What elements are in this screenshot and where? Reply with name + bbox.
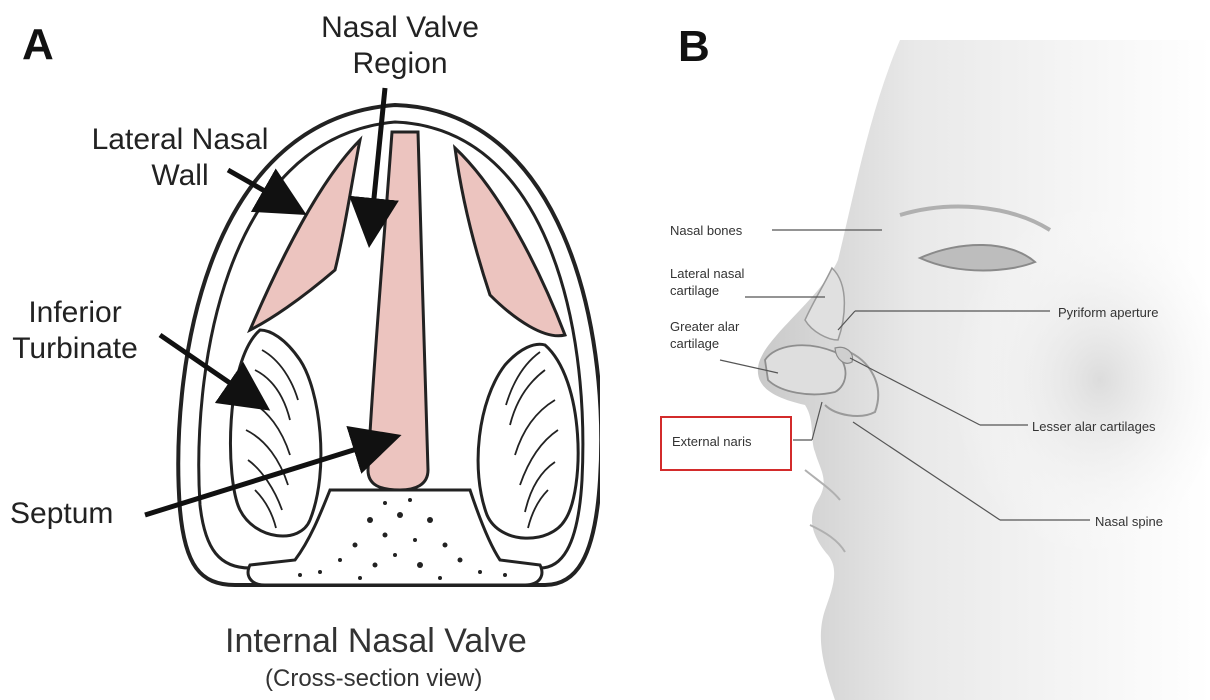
cross-section-view-caption: (Cross-section view) [265,665,482,693]
greater-alar-cartilage-label: Greater alar cartilage [670,318,739,352]
lateral-nasal-cartilage-label: Lateral nasal cartilage [670,265,744,299]
lateral-nasal-cartilage-line2: cartilage [670,282,744,299]
nasal-bones-label: Nasal bones [670,222,742,239]
panel-a-nasal-valve-diagram: A Nasal Valve Region Lateral Nasal Wall … [0,0,600,700]
nasal-valve-region-label-line1: Nasal Valve [300,10,500,46]
panel-b-nose-side-view: B Nasal bones Lateral nasal cartilage Gr… [600,0,1210,700]
nasal-spine-label: Nasal spine [1095,513,1163,530]
nasal-valve-region-label-line2: Region [300,46,500,82]
inferior-turbinate-label: Inferior Turbinate [0,295,150,367]
septum-label: Septum [10,496,140,532]
greater-alar-cartilage-line1: Greater alar [670,318,739,335]
panel-a-letter: A [22,20,54,70]
lateral-nasal-wall-label: Lateral Nasal Wall [65,122,295,194]
inferior-turbinate-label-line2: Turbinate [0,331,150,367]
external-naris-label: External naris [672,433,751,450]
greater-alar-cartilage-line2: cartilage [670,335,739,352]
pyriform-aperture-label: Pyriform aperture [1058,304,1158,321]
internal-nasal-valve-caption: Internal Nasal Valve [225,622,527,661]
lesser-alar-cartilages-label: Lesser alar cartilages [1032,418,1156,435]
inferior-turbinate-label-line1: Inferior [0,295,150,331]
panel-b-letter: B [678,22,710,72]
lateral-nasal-cartilage-line1: Lateral nasal [670,265,744,282]
greater-alar-cartilage-shape [765,345,846,394]
nasal-valve-region-label: Nasal Valve Region [300,10,500,82]
lateral-nasal-wall-label-line2: Wall [65,158,295,194]
lateral-nasal-wall-label-line1: Lateral Nasal [65,122,295,158]
